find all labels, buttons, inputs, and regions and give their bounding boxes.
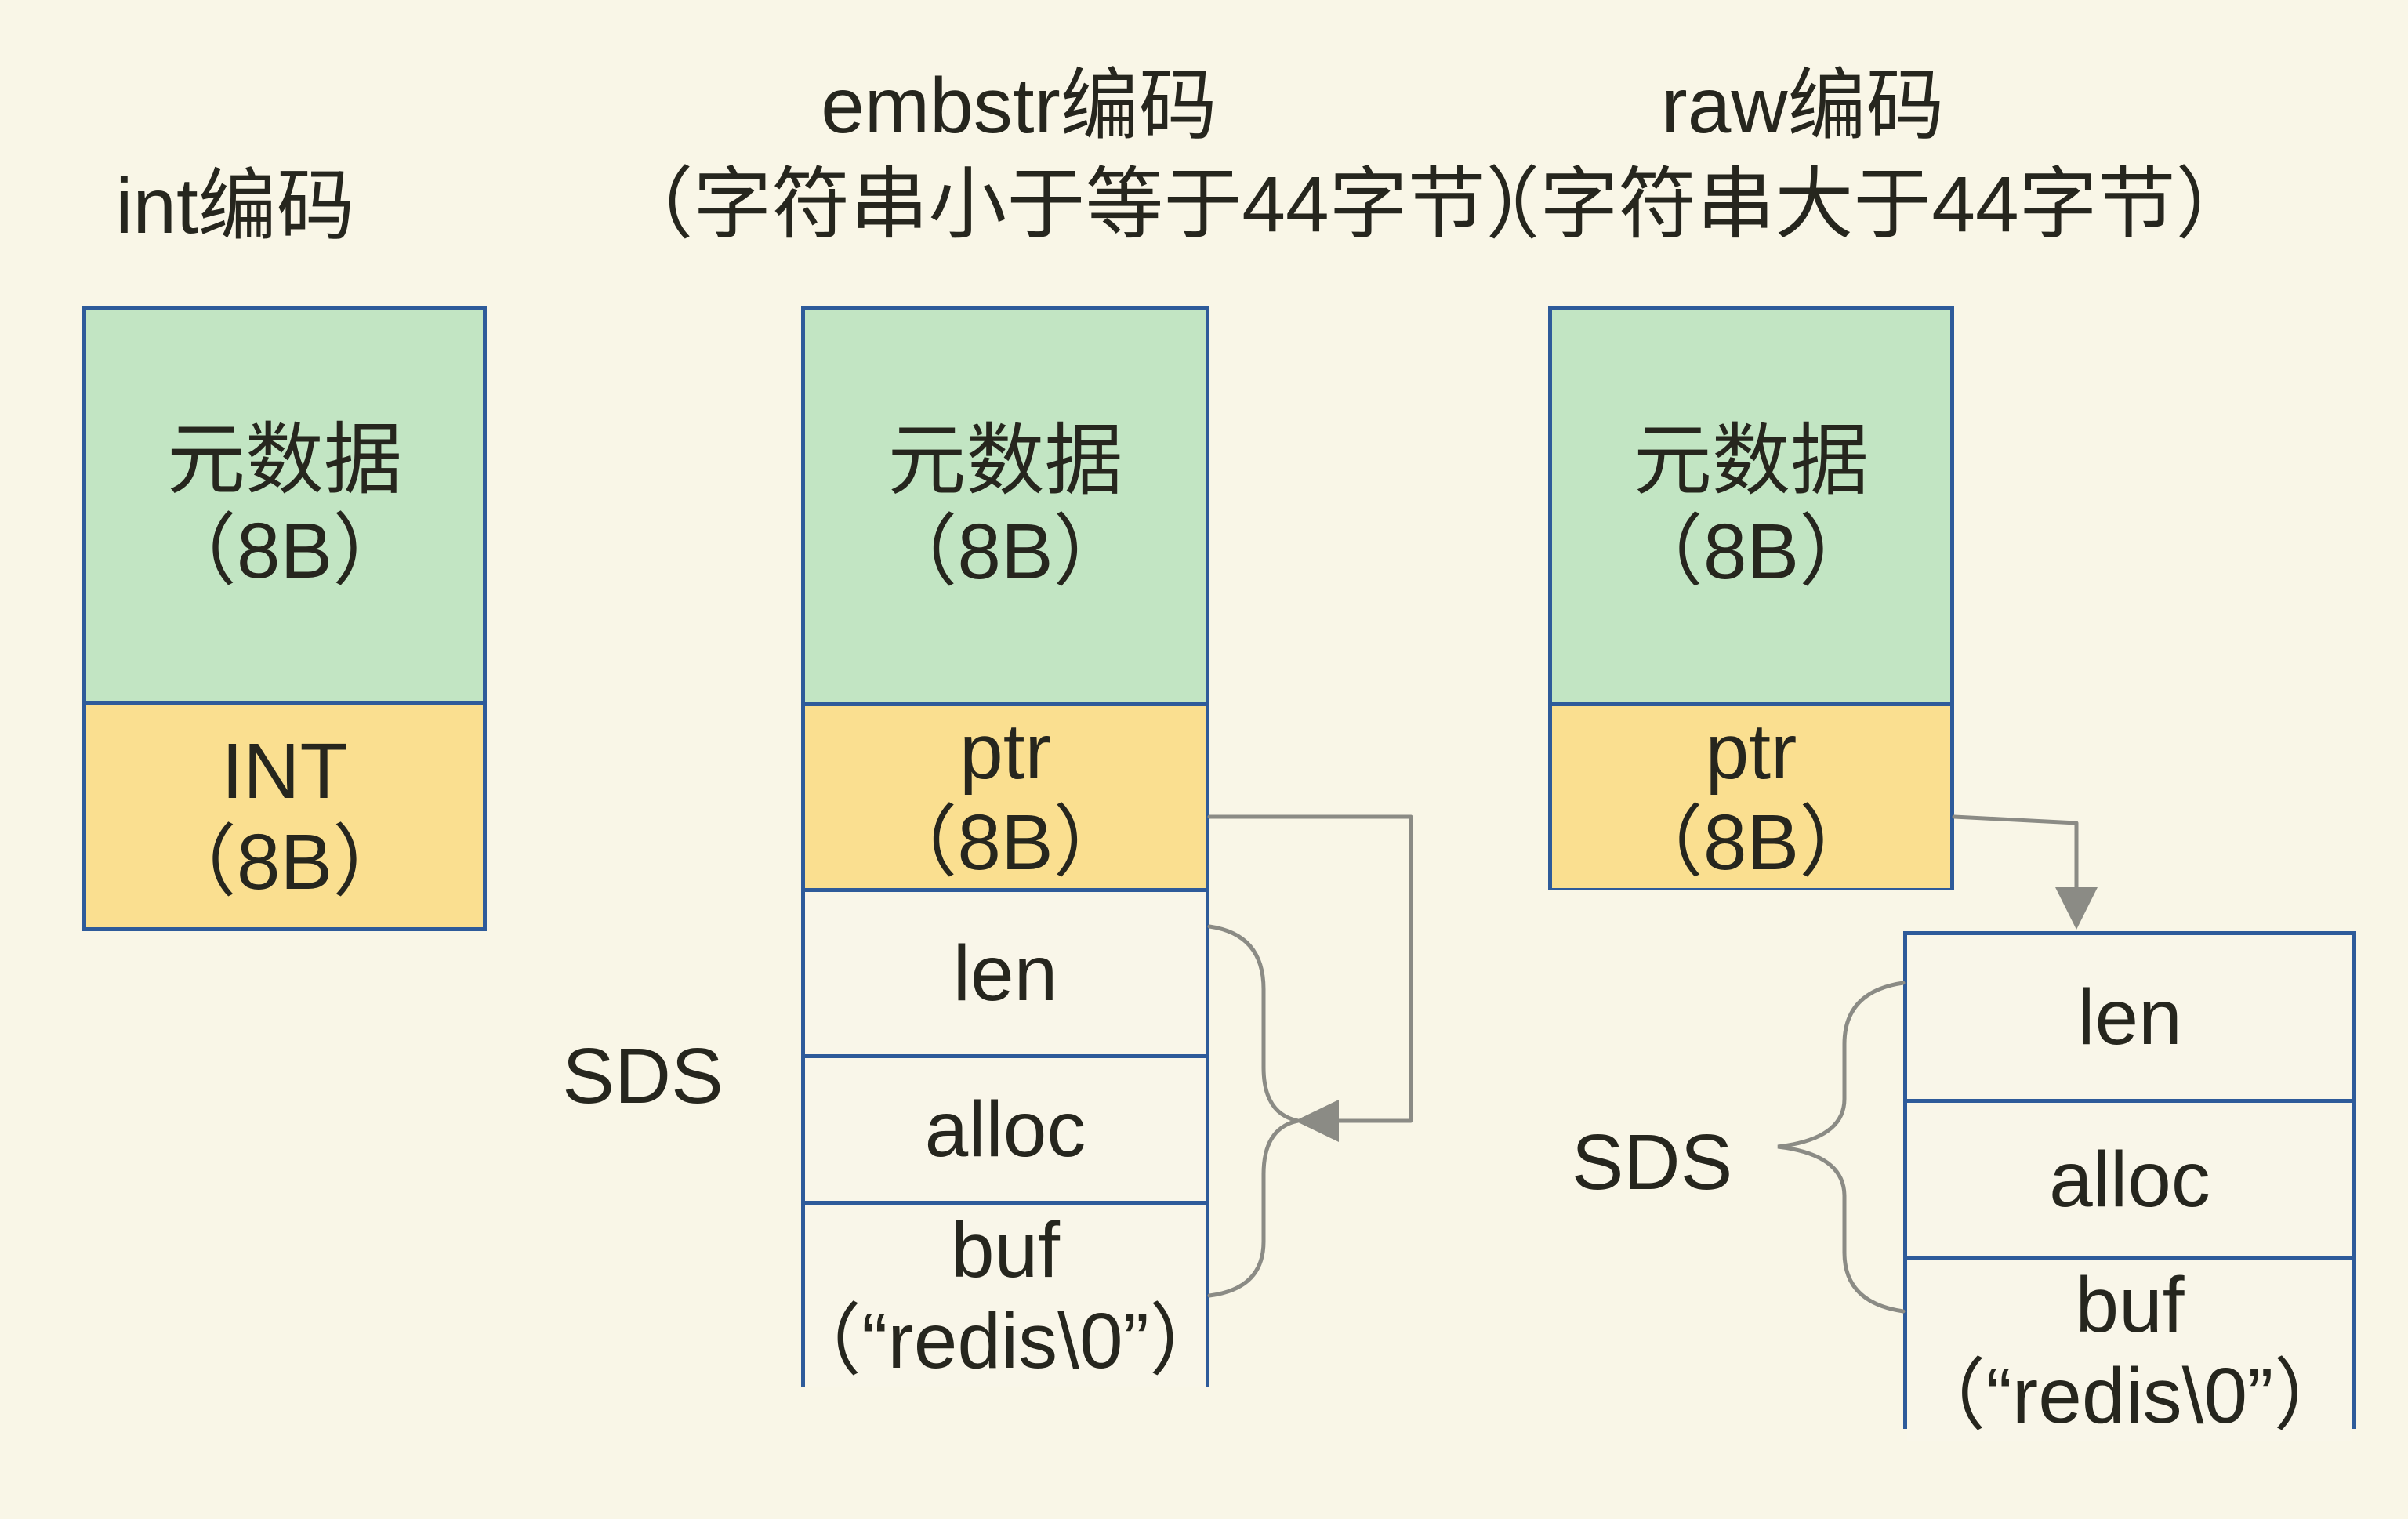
metadata-label: 元数据	[167, 416, 402, 504]
embstr-ptr-arrow	[1207, 814, 1413, 1123]
raw-sds-brace	[1777, 981, 1906, 1314]
int-size: （8B）	[158, 818, 412, 906]
int-encoding-title: int编码	[115, 162, 355, 250]
metadata-size: （8B）	[158, 507, 412, 595]
int-object-box: 元数据 （8B） INT （8B）	[82, 306, 487, 931]
metadata-size: （8B）	[1624, 507, 1878, 596]
len-label: len	[2077, 973, 2182, 1061]
embstr-encoding-subtitle: （字符串小于等于44字节）	[615, 161, 1565, 248]
int-value-section: INT （8B）	[86, 701, 483, 927]
ptr-size: （8B）	[1624, 799, 1878, 886]
metadata-label: 元数据	[887, 416, 1123, 505]
raw-alloc-row: alloc	[1907, 1099, 2352, 1256]
embstr-len-row: len	[805, 888, 1206, 1054]
embstr-metadata-section: 元数据 （8B）	[805, 310, 1206, 702]
embstr-alloc-row: alloc	[805, 1054, 1206, 1201]
raw-metadata-section: 元数据 （8B）	[1552, 310, 1950, 702]
embstr-ptr-section: ptr （8B）	[805, 702, 1206, 888]
embstr-sds-label: SDS	[562, 1032, 723, 1120]
int-metadata-section: 元数据 （8B）	[86, 310, 483, 701]
raw-ptr-arrow	[1952, 814, 2079, 891]
raw-object-box: 元数据 （8B） ptr （8B）	[1548, 306, 1954, 890]
raw-sds-label: SDS	[1571, 1118, 1733, 1206]
ptr-label: ptr	[1705, 708, 1797, 796]
metadata-label: 元数据	[1634, 416, 1869, 505]
raw-sds-box: len alloc buf （“redis\0”）	[1903, 931, 2356, 1441]
embstr-object-box: 元数据 （8B） ptr （8B） len alloc buf （“redis\…	[783, 306, 1228, 1387]
alloc-label: alloc	[924, 1086, 1086, 1173]
raw-encoding-subtitle: （字符串大于44字节）	[1461, 161, 2254, 248]
raw-encoding-title: raw编码	[1661, 62, 1945, 150]
alloc-label: alloc	[2049, 1135, 2210, 1224]
metadata-size: （8B）	[879, 507, 1132, 596]
raw-buf-row: buf （“redis\0”）	[1907, 1256, 2352, 1441]
ptr-size: （8B）	[879, 799, 1132, 886]
buf-label: buf	[950, 1206, 1060, 1294]
embstr-arrowhead-icon	[1295, 1100, 1339, 1142]
raw-ptr-section: ptr （8B）	[1552, 702, 1950, 888]
embstr-encoding-title: embstr编码	[821, 62, 1217, 150]
embstr-sds-brace	[1207, 924, 1299, 1298]
ptr-label: ptr	[959, 708, 1051, 796]
buf-value: （“redis\0”）	[783, 1297, 1228, 1385]
int-label: INT	[221, 727, 348, 815]
buf-label: buf	[2075, 1261, 2185, 1349]
len-label: len	[952, 929, 1058, 1017]
raw-len-row: len	[1907, 935, 2352, 1099]
embstr-buf-row: buf （“redis\0”）	[783, 1201, 1228, 1387]
buf-value: （“redis\0”）	[1907, 1352, 2352, 1440]
raw-arrowhead-icon	[2055, 887, 2098, 930]
